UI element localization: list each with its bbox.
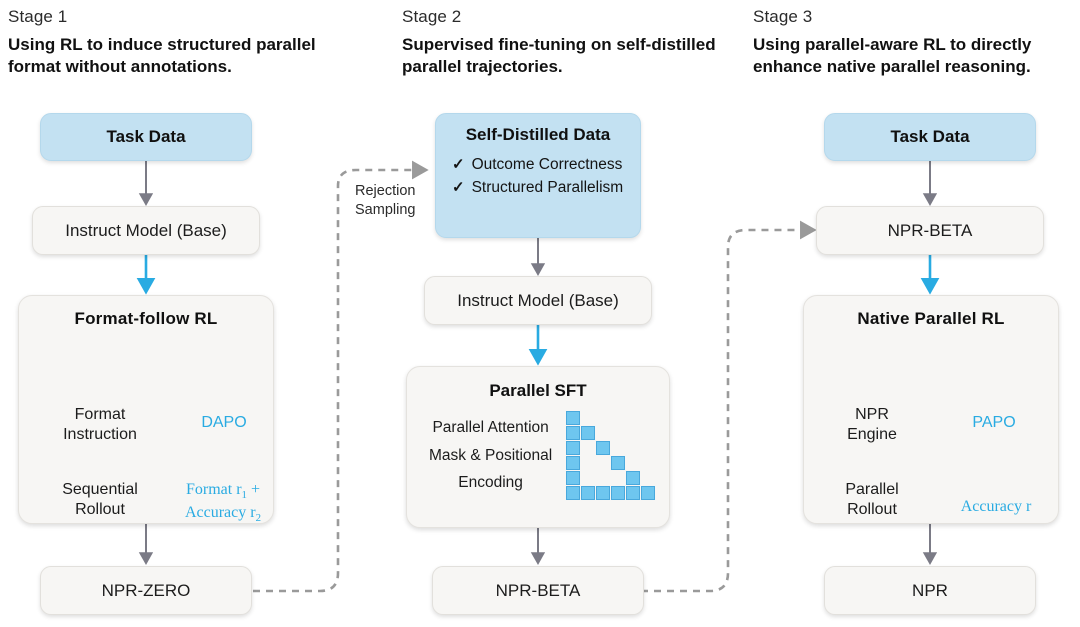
s2-sdd-item-0: Outcome Correctness	[471, 156, 623, 173]
node-s3-task-data[interactable]: Task Data	[824, 113, 1036, 161]
s2-sft-body: Parallel Attention Mask & Positional Enc…	[407, 401, 669, 500]
mask-cell-0-1	[581, 411, 595, 425]
dashed-stage1-to-stage2	[253, 160, 429, 593]
mask-cell-2-0	[566, 441, 581, 455]
mask-cell-4-4	[626, 471, 641, 485]
mask-cell-3-2	[596, 456, 610, 470]
node-s1-task-data[interactable]: Task Data	[40, 113, 252, 161]
mask-cell-2-5	[641, 441, 655, 455]
mask-cell-3-4	[626, 456, 640, 470]
mask-cell-1-4	[626, 426, 640, 440]
s2-sft-line-1: Mask & Positional	[429, 446, 553, 464]
mask-cell-1-1	[581, 426, 596, 440]
stage-2-description: Supervised fine-tuning on self-distilled…	[402, 34, 716, 76]
node-s2-instruct-model[interactable]: Instruct Model (Base)	[424, 276, 652, 325]
node-s3-task-data-label: Task Data	[890, 127, 970, 146]
mask-cell-4-1	[581, 471, 595, 485]
node-s1-npr-zero[interactable]: NPR-ZERO	[40, 566, 252, 615]
node-s2-npr-beta[interactable]: NPR-BETA	[432, 566, 644, 615]
mask-cell-2-4	[626, 441, 640, 455]
node-s1-task-data-label: Task Data	[106, 127, 186, 146]
node-s3-npr-label: NPR	[912, 580, 948, 600]
s3-papo-text: PAPO	[972, 414, 1016, 431]
s2-sdd-title: Self-Distilled Data	[465, 125, 611, 144]
node-s1-instruct-model-label: Instruct Model (Base)	[65, 220, 227, 240]
mask-cell-0-5	[641, 411, 655, 425]
mask-cell-4-5	[641, 471, 655, 485]
mask-cell-0-4	[626, 411, 640, 425]
node-s2-instruct-model-label: Instruct Model (Base)	[457, 290, 619, 310]
mask-cell-5-1	[581, 486, 596, 500]
mask-cell-5-0	[566, 486, 581, 500]
s2-sft-line-0: Parallel Attention	[432, 419, 549, 437]
attention-mask-graphic	[566, 411, 656, 500]
mask-cell-1-0	[566, 426, 581, 440]
check-icon: ✓	[452, 178, 465, 196]
mask-cell-4-2	[596, 471, 610, 485]
stage-3-header: Stage 3 Using parallel-aware RL to direc…	[753, 7, 1080, 78]
mask-cell-0-2	[596, 411, 610, 425]
s1-dapo-text: DAPO	[201, 414, 247, 431]
mask-cell-3-3	[611, 456, 626, 470]
s2-sft-line-2: Encoding	[458, 474, 523, 492]
mask-cell-0-0	[566, 411, 581, 425]
node-s1-instruct-model[interactable]: Instruct Model (Base)	[32, 206, 260, 255]
node-s2-parallel-sft[interactable]: Parallel SFT Parallel Attention Mask & P…	[406, 366, 670, 528]
stage-3-description: Using parallel-aware RL to directly enha…	[753, 34, 1032, 76]
list-item: ✓ Structured Parallelism	[452, 177, 640, 200]
mask-cell-5-5	[641, 486, 656, 500]
mask-cell-5-2	[596, 486, 611, 500]
node-s2-npr-beta-label: NPR-BETA	[495, 580, 581, 600]
node-s1-npr-zero-label: NPR-ZERO	[101, 580, 191, 600]
node-s3-npr[interactable]: NPR	[824, 566, 1036, 615]
mask-cell-2-2	[596, 441, 611, 455]
node-s3-npr-beta-label: NPR-BETA	[887, 220, 973, 240]
mask-cell-0-3	[611, 411, 625, 425]
mask-cell-1-3	[611, 426, 625, 440]
mask-cell-2-1	[581, 441, 595, 455]
s3-rl-title: Native Parallel RL	[857, 309, 1005, 328]
stage-1-label: Stage 1	[8, 7, 68, 26]
mask-cell-1-5	[641, 426, 655, 440]
mask-cell-4-3	[611, 471, 625, 485]
s2-sdd-list: ✓ Outcome Correctness ✓ Structured Paral…	[436, 154, 640, 200]
list-item: ✓ Outcome Correctness	[452, 154, 640, 177]
stage-1-description: Using RL to induce structured parallel f…	[8, 34, 316, 76]
s3-accuracy-label: Accuracy r	[960, 498, 1032, 515]
mask-cell-2-3	[611, 441, 625, 455]
mask-cell-5-3	[611, 486, 626, 500]
mask-cell-3-0	[566, 456, 581, 470]
stage-1-header: Stage 1 Using RL to induce structured pa…	[8, 7, 348, 78]
node-s3-npr-beta[interactable]: NPR-BETA	[816, 206, 1044, 255]
s2-sft-lines: Parallel Attention Mask & Positional Enc…	[429, 420, 552, 491]
stage-3-label: Stage 3	[753, 7, 813, 26]
stage-2-label: Stage 2	[402, 7, 462, 26]
s1-dapo-label: DAPO	[169, 413, 279, 433]
mask-cell-1-2	[596, 426, 610, 440]
mask-cell-3-1	[581, 456, 595, 470]
s1-reward-terms: Format r1 +Accuracy r2	[184, 481, 262, 525]
mask-cell-3-5	[641, 456, 655, 470]
stage-2-header: Stage 2 Supervised fine-tuning on self-d…	[402, 7, 732, 78]
s2-sdd-item-1: Structured Parallelism	[471, 178, 624, 196]
mask-cell-4-0	[566, 471, 581, 485]
node-s2-self-distilled-data[interactable]: Self-Distilled Data ✓ Outcome Correctnes…	[435, 113, 641, 238]
mask-cell-5-4	[626, 486, 641, 500]
check-icon: ✓	[452, 156, 465, 173]
s1-rl-title: Format-follow RL	[74, 309, 218, 328]
s3-papo-label: PAPO	[939, 413, 1049, 433]
s2-sft-title: Parallel SFT	[489, 381, 587, 400]
